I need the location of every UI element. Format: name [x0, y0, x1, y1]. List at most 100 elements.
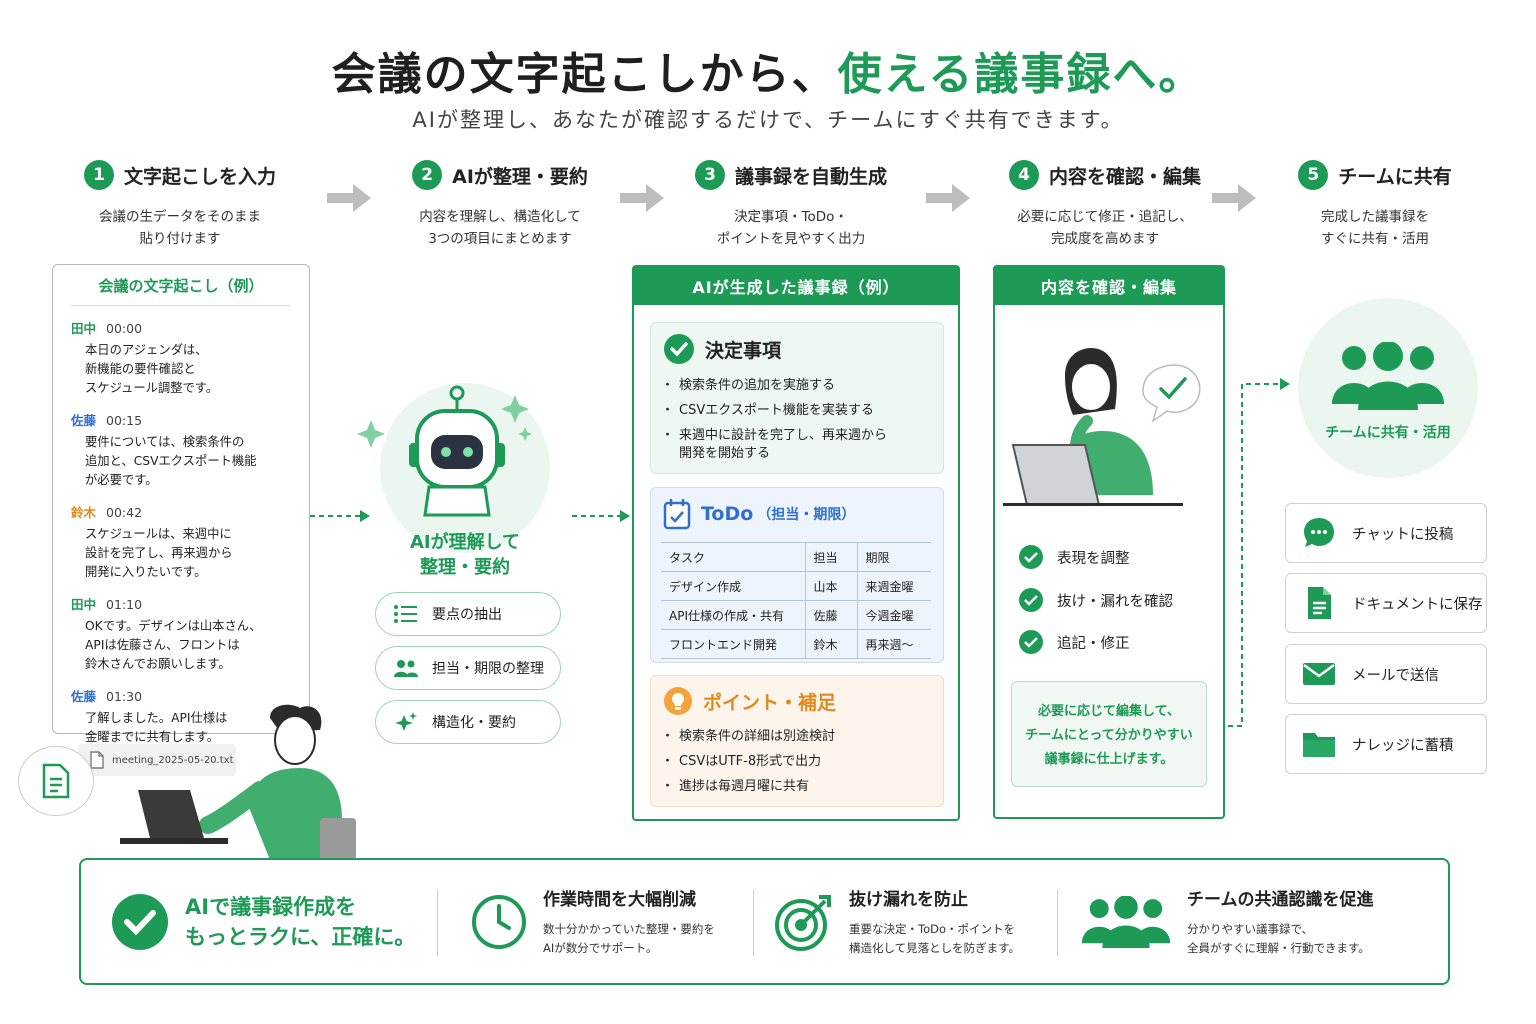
speaker-name: 鈴木	[71, 505, 97, 520]
points-card: ポイント・補足 検索条件の詳細は別途検討 CSVはUTF-8形式で出力 進捗は毎…	[650, 675, 944, 807]
table-row: デザイン作成 山本 来週金曜	[661, 571, 931, 601]
flow-arrow-icon	[572, 510, 630, 522]
speaker-name: 佐藤	[71, 689, 97, 704]
calendar-check-icon	[663, 499, 691, 530]
decision-item: 検索条件の追加を実施する	[661, 377, 931, 395]
transcript-text: 要件については、検索条件の 追加と、CSVエクスポート機能 が必要です。	[85, 435, 257, 487]
review-check-item: 抜け・漏れを確認	[1019, 588, 1173, 612]
step-number: 3	[694, 160, 725, 190]
transcript-text: 了解しました。API仕様は 金曜までに共有します。	[85, 711, 228, 744]
page-title: 会議の文字起こしから、使える議事録へ。	[0, 38, 1536, 102]
step-description: 会議の生データをそのまま 貼り付けます	[99, 209, 261, 247]
share-mail-button[interactable]: メールで送信	[1285, 644, 1487, 704]
share-item-label: ドキュメントに保存	[1352, 596, 1483, 613]
step-description: 決定事項・ToDo・ ポイントを見やすく出力	[716, 209, 866, 247]
speaker-name: 佐藤	[71, 413, 97, 428]
table-cell: 再来週〜	[856, 629, 931, 659]
banner-main-message: AIで議事録作成を もっとラクに、正確に。	[185, 894, 416, 949]
page-subtitle: AIが整理し、あなたが確認するだけで、チームにすぐ共有できます。	[412, 108, 1124, 132]
banner-main: AIで議事録作成を もっとラクに、正確に。	[111, 860, 415, 983]
timestamp: 00:42	[106, 505, 143, 520]
benefit-description: 重要な決定・ToDo・ポイントを 構造化して見落としを防ぎます。	[849, 922, 1021, 955]
speaker-name: 田中	[71, 597, 97, 612]
step-number: 4	[1008, 160, 1039, 190]
mail-icon	[1303, 663, 1335, 685]
chat-icon	[1304, 518, 1334, 547]
transcript-title: 会議の文字起こし（例）	[71, 275, 291, 306]
ai-label: AIが理解して 整理・要約	[409, 532, 521, 578]
review-check-item: 追記・修正	[1019, 630, 1130, 654]
benefit-title: チームの共通認識を促進	[1187, 890, 1374, 910]
table-cell: フロントエンド開発	[661, 629, 805, 659]
step-arrow-icon	[926, 184, 970, 212]
robot-icon	[357, 385, 532, 517]
decisions-title: 決定事項	[705, 339, 782, 362]
timestamp: 00:15	[106, 413, 143, 428]
table-cell: 来週金曜	[856, 571, 931, 601]
decision-item: 来週中に設計を完了し、再来週から 開発を開始する	[661, 427, 931, 463]
todo-table: タスク 担当 期限 デザイン作成 山本 来週金曜 API仕様の作成・共有 佐藤 …	[661, 542, 931, 659]
transcript-entry: 鈴木 00:42 スケジュールは、来週中に 設計を完了し、再来週から 開発に入りた…	[71, 502, 291, 582]
file-name: meeting_2025-05-20.txt	[112, 754, 234, 766]
share-chat-button[interactable]: チャットに投稿	[1285, 503, 1487, 563]
share-document-button[interactable]: ドキュメントに保存	[1285, 573, 1487, 633]
table-header: 担当	[804, 542, 857, 572]
decision-item: CSVエクスポート機能を実装する	[661, 402, 931, 420]
ai-feature-assign: 担当・期限の整理	[375, 646, 561, 690]
flow-arrow-icon	[1228, 378, 1290, 727]
ai-feature-extract: 要点の抽出	[375, 592, 561, 636]
step-title: 議事録を自動生成	[734, 165, 887, 188]
check-icon	[1019, 630, 1043, 654]
check-icon	[1019, 545, 1043, 569]
file-chip[interactable]: meeting_2025-05-20.txt	[78, 744, 236, 776]
person-reviewing-illustration	[1003, 348, 1201, 506]
timestamp: 01:10	[106, 597, 143, 612]
transcript-text: スケジュールは、来週中に 設計を完了し、再来週から 開発に入りたいです。	[85, 527, 233, 579]
table-cell: 山本	[804, 571, 857, 601]
todo-card: ToDo（担当・期限） タスク 担当 期限 デザイン作成 山本 来週金曜 API…	[650, 487, 944, 663]
team-icon	[1081, 895, 1171, 948]
document-icon	[42, 763, 70, 799]
list-icon	[394, 605, 417, 623]
point-item: CSVはUTF-8形式で出力	[661, 753, 931, 771]
review-note: 必要に応じて編集して、 チームにとって分かりやすい 議事録に仕上げます。	[1011, 681, 1207, 787]
transcript-entry: 佐藤 00:15 要件については、検索条件の 追加と、CSVエクスポート機能 が必…	[71, 410, 291, 490]
share-item-label: ナレッジに蓄積	[1352, 737, 1454, 754]
title-dark: 会議の文字起こしから、	[331, 49, 838, 100]
check-icon	[1019, 588, 1043, 612]
share-knowledge-button[interactable]: ナレッジに蓄積	[1285, 714, 1487, 774]
step-arrow-icon	[620, 184, 664, 212]
ai-pill-label: 要点の抽出	[432, 607, 502, 623]
flow-arrow-icon	[310, 510, 370, 522]
document-icon	[1308, 587, 1331, 619]
benefit-title: 作業時間を大幅削減	[543, 890, 696, 910]
step-arrow-icon	[1212, 184, 1256, 212]
generated-minutes-panel: AIが生成した議事録（例） 決定事項 検索条件の追加を実施する CSVエクスポー…	[632, 265, 960, 821]
sparkle-icon	[395, 712, 417, 731]
benefit-time: 作業時間を大幅削減数十分かかっていた整理・要約を AIが数分でサポート。	[471, 860, 715, 983]
folder-icon	[1303, 733, 1335, 757]
step-title: チームに共有	[1338, 165, 1452, 188]
step-arrow-icon	[327, 184, 371, 212]
benefit-description: 数十分かかっていた整理・要約を AIが数分でサポート。	[543, 922, 715, 955]
timestamp: 00:00	[106, 321, 143, 336]
step-title: 内容を確認・編集	[1048, 165, 1201, 188]
points-title: ポイント・補足	[703, 691, 837, 714]
lightbulb-icon	[664, 687, 692, 715]
benefit-prevent: 抜け漏れを防止重要な決定・ToDo・ポイントを 構造化して見落としを防ぎます。	[775, 860, 1020, 983]
table-header: 期限	[856, 542, 931, 572]
person-at-laptop-illustration	[120, 704, 356, 860]
decisions-card: 決定事項 検索条件の追加を実施する CSVエクスポート機能を実装する 来週中に設…	[650, 322, 944, 474]
table-row: API仕様の作成・共有 佐藤 今週金曜	[661, 600, 931, 630]
share-item-label: メールで送信	[1352, 667, 1439, 684]
point-item: 進捗は毎週月曜に共有	[661, 778, 931, 796]
step-3: 3 議事録を自動生成 決定事項・ToDo・ ポイントを見やすく出力	[666, 160, 916, 250]
ai-feature-summarize: 構造化・要約	[375, 700, 561, 744]
table-header-row: タスク 担当 期限	[661, 542, 931, 572]
share-item-label: チャットに投稿	[1352, 526, 1454, 543]
